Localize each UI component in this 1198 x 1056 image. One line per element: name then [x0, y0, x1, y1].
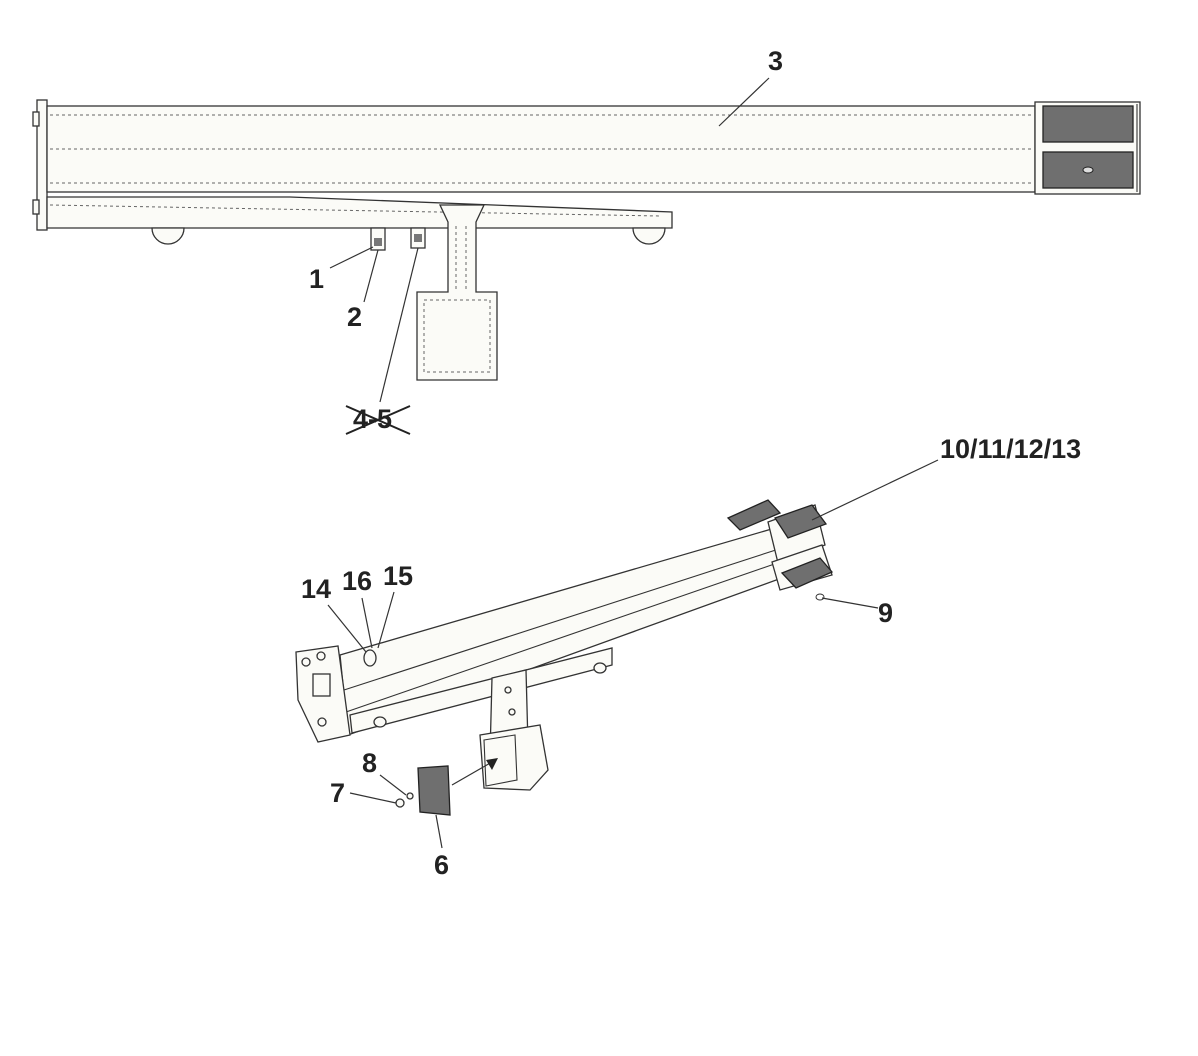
roller-left: [151, 227, 185, 245]
iso-pad-11: [774, 504, 828, 539]
top-view-crossbar: [32, 99, 1141, 381]
left-plate-bolt-upper: [32, 111, 40, 127]
callout-6: 6: [434, 850, 449, 880]
callout-4-5: 4-5: [353, 404, 392, 434]
end-cap-upper: [1042, 105, 1134, 143]
left-plate-bolt-lower: [32, 199, 40, 215]
callout-15: 15: [383, 561, 413, 591]
isometric-crossbar: [295, 499, 834, 816]
callout-2: 2: [347, 302, 362, 332]
screw-part-9: [815, 593, 825, 601]
callout-9: 9: [878, 598, 893, 628]
iso-view-callouts: 10/11/12/13 9 14 16 15 8 7 6: [301, 434, 1081, 880]
strike-line-2: [345, 405, 411, 435]
top-view-callouts: 3 1 2 4-5: [309, 46, 783, 435]
iso-part-14-16: [363, 649, 377, 667]
roller-right: [632, 227, 666, 245]
callout-8: 8: [362, 748, 377, 778]
callout-3: 3: [768, 46, 783, 76]
iso-receiver-box: [479, 724, 549, 791]
callout-1: 1: [309, 264, 324, 294]
callout-10-11-12-13: 10/11/12/13: [940, 434, 1081, 464]
arrow-head: [486, 758, 498, 770]
callout-14: 14: [301, 574, 331, 604]
iso-pad-10: [726, 499, 782, 531]
callout-7: 7: [330, 778, 345, 808]
lower-bracket-bar: [46, 196, 673, 229]
iso-pad-12: [780, 557, 834, 589]
iso-flange-slot: [312, 673, 331, 697]
screw-part-7: [395, 798, 405, 808]
hitch-drop-bracket: [416, 204, 498, 381]
iso-cover-plate-6: [417, 765, 451, 816]
washer-part-8: [406, 792, 414, 800]
callout-16: 16: [342, 566, 372, 596]
